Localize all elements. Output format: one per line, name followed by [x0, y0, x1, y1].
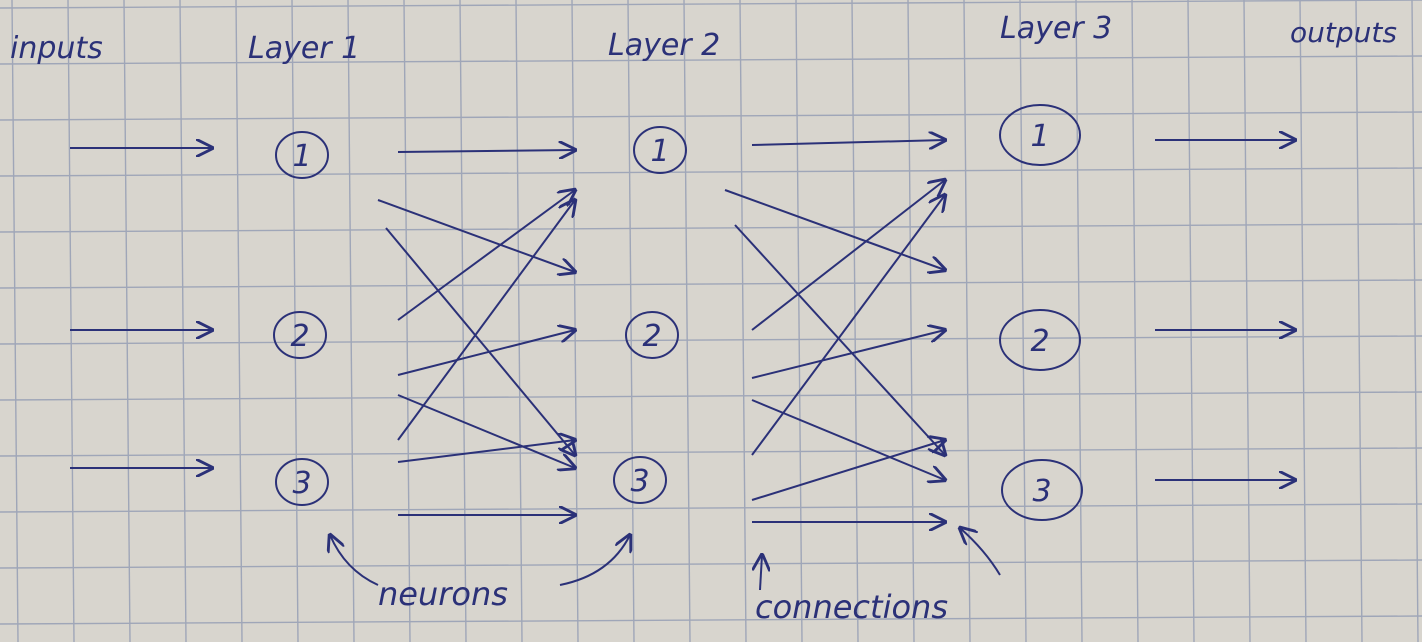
neuron-label: 3: [1032, 474, 1051, 509]
connection-l1-1-to-l2-2: [377, 199, 575, 272]
grid-line: [0, 111, 1422, 121]
outputs-label: outputs: [1290, 16, 1397, 49]
grid-line: [291, 0, 299, 642]
neuron-label: 3: [630, 464, 649, 499]
connection-l2-1-to-l3-1: [751, 140, 945, 145]
connection-l1-2-to-l2-3: [397, 394, 575, 468]
connection-l2-1-to-l3-2: [724, 189, 945, 270]
neuron-l3-2: 2: [999, 309, 1081, 371]
connection-l1-2-to-l2-2: [397, 330, 575, 376]
grid-line: [1187, 0, 1195, 642]
grid-line: [0, 223, 1422, 233]
neuron-label: 3: [292, 466, 311, 501]
network: 1 2 3 1 2 3 1 2 3: [70, 104, 1295, 522]
connection-l1-3-to-l2-2: [397, 440, 575, 463]
connection-l1-2-to-l2-1: [397, 190, 575, 321]
grid-line: [0, 559, 1422, 569]
grid-line: [1411, 0, 1419, 642]
neuron-label: 2: [1030, 324, 1049, 359]
grid-line: [739, 0, 747, 642]
neurons-pointer-arrow-right: [559, 535, 630, 586]
grid-line: [179, 0, 187, 642]
grid-line: [683, 0, 691, 642]
grid-line: [0, 503, 1422, 513]
connection-l1-1-to-l2-3: [385, 227, 575, 455]
grid-line: [0, 55, 1422, 65]
grid-line: [795, 0, 803, 642]
grid-line: [0, 391, 1422, 401]
grid-line: [1299, 0, 1307, 642]
grid-line: [0, 335, 1422, 345]
grid-line: [11, 0, 19, 642]
inputs-label: inputs: [10, 31, 103, 66]
grid-line: [515, 0, 523, 642]
connection-l2-3-to-l3-1: [751, 195, 945, 456]
grid-line: [0, 279, 1422, 289]
connection-l2-2-to-l3-1: [751, 180, 945, 331]
neuron-l2-2: 2: [625, 311, 679, 359]
neuron-label: 1: [650, 134, 669, 169]
grid-line: [0, 615, 1422, 625]
layer1-label: Layer 1: [248, 31, 360, 66]
connection-l2-2-to-l3-2: [751, 330, 945, 379]
connections-pointer-arrow-right: [960, 528, 1001, 576]
connections-annotation: connections: [755, 588, 948, 626]
grid-line: [1075, 0, 1083, 642]
connection-l2-3-to-l3-2: [751, 440, 945, 501]
grid-line: [907, 0, 915, 642]
grid-line: [963, 0, 971, 642]
grid-line: [1131, 0, 1139, 642]
connection-l2-2-to-l3-3: [751, 399, 945, 480]
grid-line: [851, 0, 859, 642]
layer3-label: Layer 3: [1000, 11, 1112, 46]
connection-l1-3-to-l2-1: [397, 200, 575, 441]
neuron-l3-3: 3: [1001, 459, 1083, 521]
grid-line: [0, 0, 1422, 9]
neuron-l1-3: 3: [275, 458, 329, 506]
neuron-l1-2: 2: [273, 311, 327, 359]
connection-l2-1-to-l3-3: [734, 224, 945, 455]
neuron-label: 2: [290, 319, 309, 354]
grid-line: [1019, 0, 1027, 642]
neuron-label: 1: [1030, 119, 1049, 154]
neuron-label: 1: [292, 139, 311, 174]
neuron-l2-1: 1: [633, 126, 687, 174]
neurons-pointer-arrow-left: [330, 535, 379, 586]
neurons-annotation: neurons: [378, 575, 508, 613]
connections-pointer-arrow-left: [760, 555, 762, 591]
grid-line: [347, 0, 355, 642]
grid-line: [67, 0, 75, 642]
grid-line: [571, 0, 579, 642]
grid-line: [123, 0, 131, 642]
grid-line: [235, 0, 243, 642]
neuron-l2-3: 3: [613, 456, 667, 504]
neuron-l3-1: 1: [999, 104, 1081, 166]
grid-line: [1243, 0, 1251, 642]
neuron-label: 2: [642, 319, 661, 354]
neuron-l1-1: 1: [275, 131, 329, 179]
grid-line: [403, 0, 411, 642]
grid-line: [1355, 0, 1363, 642]
grid-line: [0, 167, 1422, 177]
grid-line: [0, 447, 1422, 457]
layer2-label: Layer 2: [608, 28, 720, 63]
connection-l1-1-to-l2-1: [397, 150, 575, 152]
